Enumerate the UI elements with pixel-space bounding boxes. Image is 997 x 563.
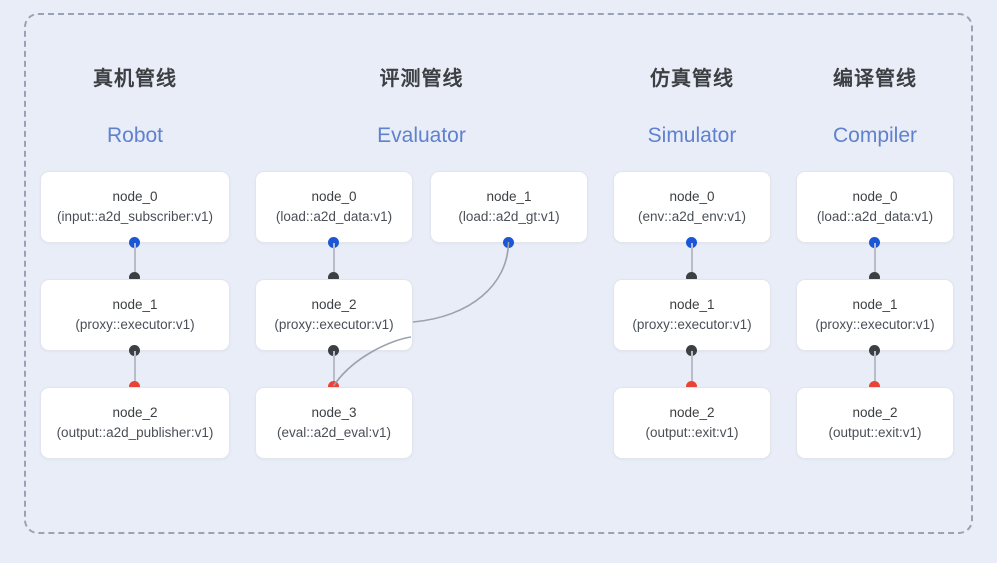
node-spec: (load::a2d_data:v1) (275, 209, 393, 224)
node-spec: (load::a2d_gt:v1) (458, 209, 560, 224)
node-spec: (proxy::executor:v1) (75, 317, 195, 332)
node-box-evaluator-3[interactable]: node_3 (eval::a2d_eval:v1) (255, 387, 413, 459)
connector-compiler-0-1 (873, 243, 876, 275)
connector-evaluator-2-3 (332, 351, 335, 383)
node-name: node_2 (311, 297, 357, 312)
node-name: node_2 (112, 405, 158, 420)
port-dot-input-evaluator-2[interactable] (328, 272, 339, 283)
port-dot-input-compiler-1[interactable] (869, 272, 880, 283)
connector-simulator-0-1 (690, 243, 693, 275)
node-name: node_0 (112, 189, 158, 204)
node-box-evaluator-gt[interactable]: node_1 (load::a2d_gt:v1) (430, 171, 588, 243)
column-title-en-robot: Robot (106, 124, 164, 147)
node-box-robot-0[interactable]: node_0 (input::a2d_subscriber:v1) (40, 171, 230, 243)
port-dot-output-robot-1[interactable] (129, 345, 140, 356)
node-spec: (output::exit:v1) (645, 425, 739, 440)
node-box-compiler-1[interactable]: node_1 (proxy::executor:v1) (796, 279, 954, 351)
port-dot-output-simulator-1[interactable] (686, 345, 697, 356)
column-title-cn-simulator: 仿真管线 (650, 68, 734, 90)
port-dot-output-simulator-0[interactable] (686, 237, 697, 248)
node-name: node_1 (486, 189, 532, 204)
node-name: node_1 (852, 297, 898, 312)
node-name: node_0 (311, 189, 357, 204)
port-dot-output-compiler-1[interactable] (869, 345, 880, 356)
port-dot-input-simulator-1[interactable] (686, 272, 697, 283)
node-name: node_1 (112, 297, 158, 312)
node-box-robot-1[interactable]: node_1 (proxy::executor:v1) (40, 279, 230, 351)
node-spec: (output::a2d_publisher:v1) (56, 425, 214, 440)
node-box-evaluator-2[interactable]: node_2 (proxy::executor:v1) (255, 279, 413, 351)
connector-evaluator-0-2 (332, 243, 335, 275)
node-box-compiler-0[interactable]: node_0 (load::a2d_data:v1) (796, 171, 954, 243)
node-name: node_1 (669, 297, 715, 312)
node-spec: (input::a2d_subscriber:v1) (56, 209, 214, 224)
node-name: node_0 (669, 189, 715, 204)
column-title-cn-evaluator: 评测管线 (379, 68, 464, 90)
node-name: node_3 (311, 405, 357, 420)
port-dot-input-simulator-2[interactable] (686, 381, 697, 392)
port-dot-output-evaluator-0[interactable] (328, 237, 339, 248)
node-box-simulator-0[interactable]: node_0 (env::a2d_env:v1) (613, 171, 771, 243)
node-name: node_2 (669, 405, 715, 420)
node-box-evaluator-0[interactable]: node_0 (load::a2d_data:v1) (255, 171, 413, 243)
column-title-en-simulator: Simulator (647, 124, 737, 147)
column-title-en-evaluator: Evaluator (377, 124, 466, 147)
node-name: node_0 (852, 189, 898, 204)
port-dot-input-robot-1[interactable] (129, 272, 140, 283)
node-spec: (env::a2d_env:v1) (637, 209, 747, 224)
node-spec: (output::exit:v1) (828, 425, 922, 440)
connector-robot-1-2 (133, 351, 136, 383)
node-spec: (proxy::executor:v1) (274, 317, 394, 332)
node-spec: (eval::a2d_eval:v1) (276, 425, 392, 440)
port-dot-output-evaluator-gt[interactable] (503, 237, 514, 248)
node-spec: (load::a2d_data:v1) (816, 209, 934, 224)
port-dot-input-evaluator-3[interactable] (328, 381, 339, 392)
column-title-cn-robot: 真机管线 (93, 68, 177, 90)
port-dot-input-robot-2[interactable] (129, 381, 140, 392)
column-title-cn-compiler: 编译管线 (833, 68, 917, 90)
column-title-en-compiler: Compiler (832, 124, 918, 147)
port-dot-input-compiler-2[interactable] (869, 381, 880, 392)
node-spec: (proxy::executor:v1) (632, 317, 752, 332)
port-dot-output-robot-0[interactable] (129, 237, 140, 248)
node-box-simulator-1[interactable]: node_1 (proxy::executor:v1) (613, 279, 771, 351)
node-box-robot-2[interactable]: node_2 (output::a2d_publisher:v1) (40, 387, 230, 459)
connector-robot-0-1 (133, 243, 136, 275)
node-spec: (proxy::executor:v1) (815, 317, 935, 332)
port-dot-output-compiler-0[interactable] (869, 237, 880, 248)
connector-compiler-1-2 (873, 351, 876, 383)
node-box-compiler-2[interactable]: node_2 (output::exit:v1) (796, 387, 954, 459)
node-box-simulator-2[interactable]: node_2 (output::exit:v1) (613, 387, 771, 459)
node-name: node_2 (852, 405, 898, 420)
connector-simulator-1-2 (690, 351, 693, 383)
